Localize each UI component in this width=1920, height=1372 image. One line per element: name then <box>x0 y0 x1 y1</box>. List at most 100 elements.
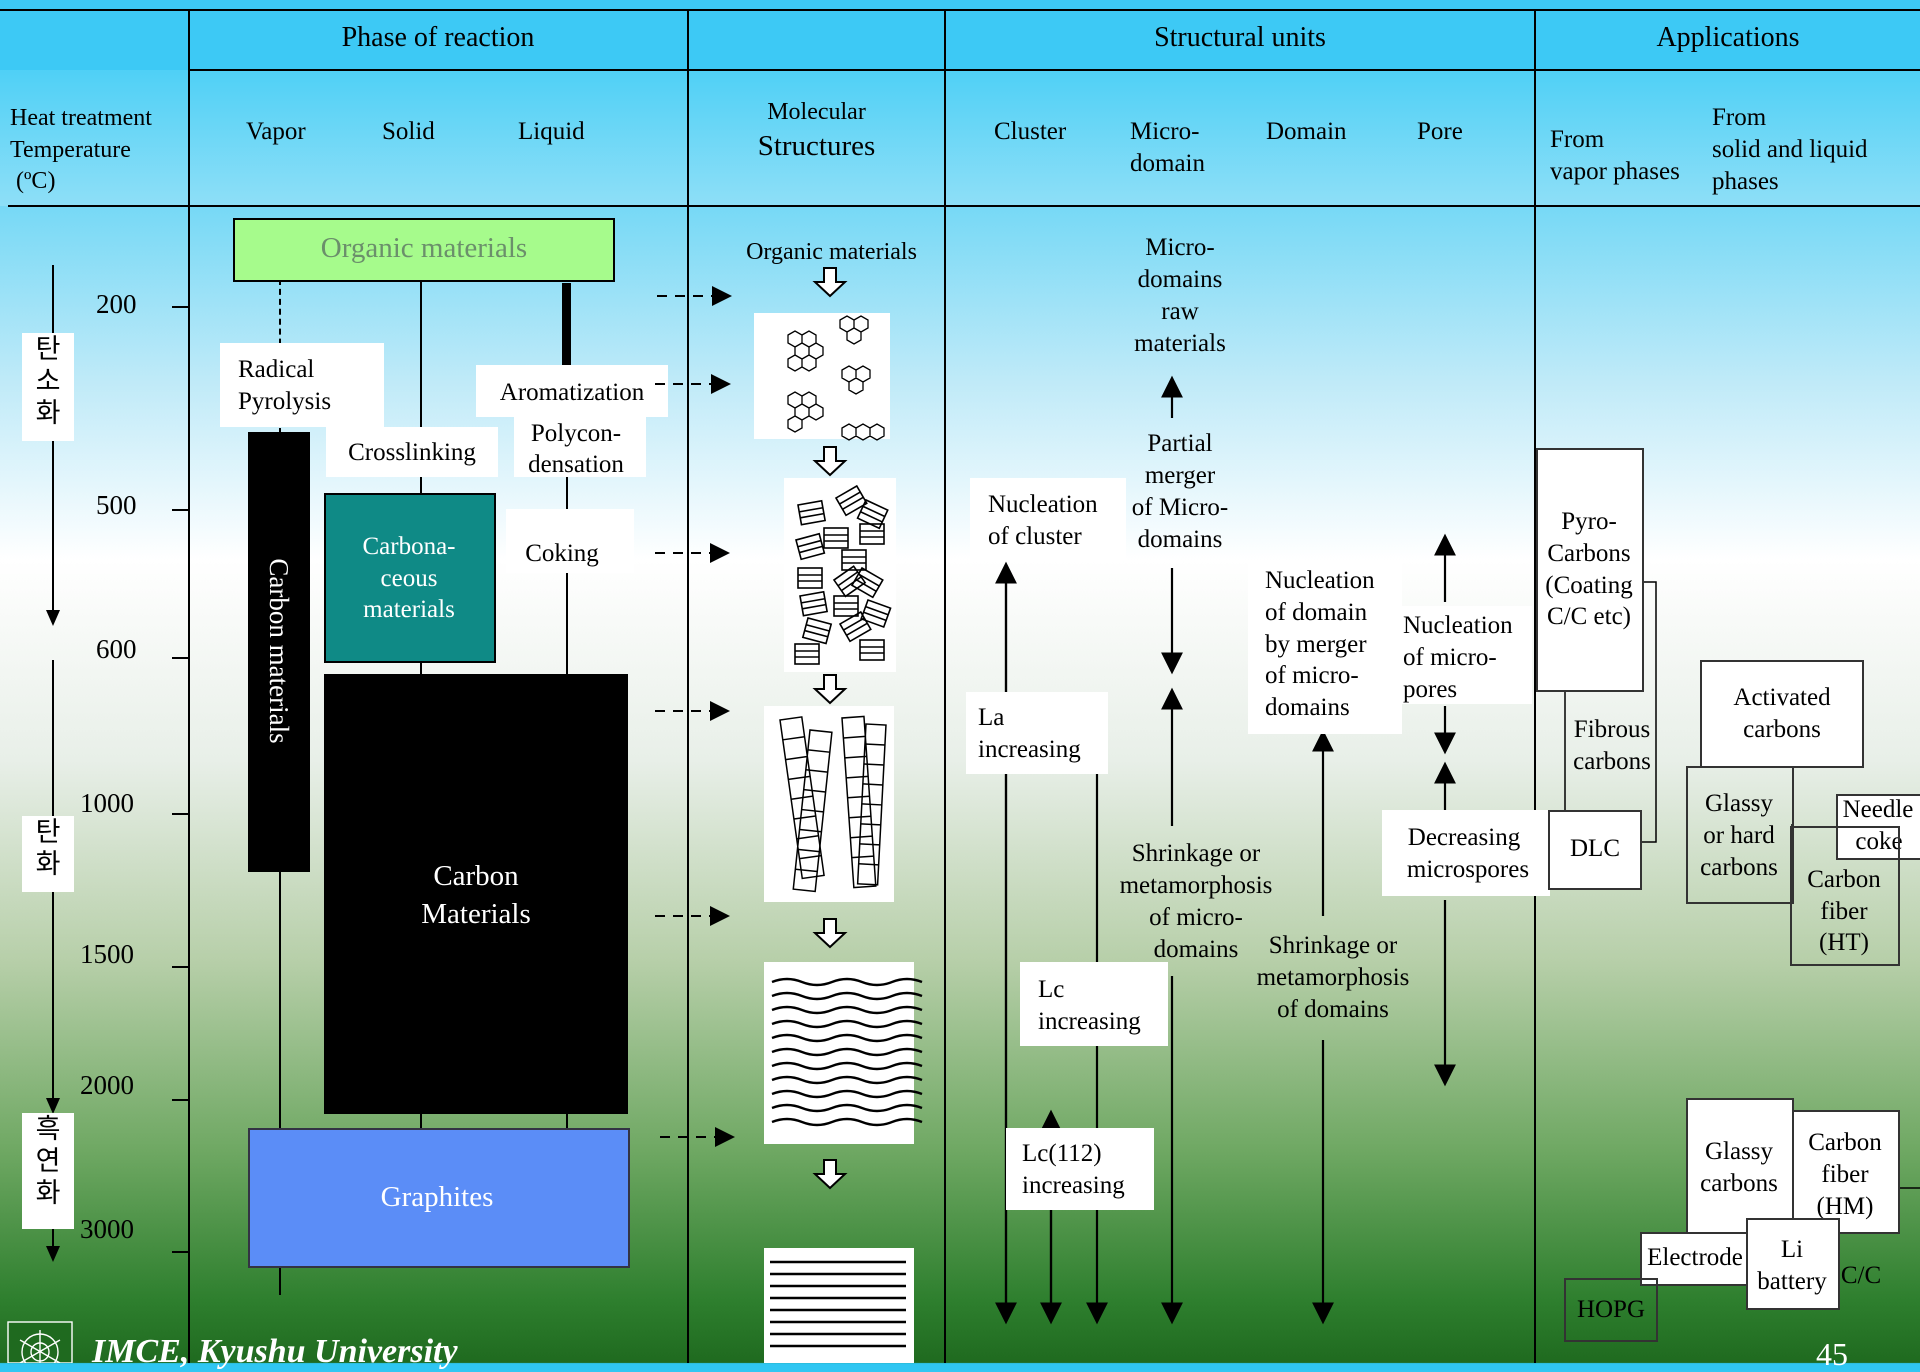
from-solid-1: From <box>1712 104 1767 131</box>
li-battery-2: battery <box>1757 1268 1827 1295</box>
col-line-4 <box>1534 9 1536 1363</box>
graphite-layers <box>770 1260 906 1348</box>
solid-label: Solid <box>382 118 435 145</box>
carbon-fiber-hm-1: Carbon <box>1808 1129 1882 1156</box>
heat-treatment-line2: Temperature <box>10 137 131 163</box>
pyrocarbons-2: Carbons <box>1547 540 1631 567</box>
carbonaceous-materials-box <box>324 493 496 663</box>
hollow-arrow <box>812 674 848 705</box>
tick-2000 <box>172 1099 188 1101</box>
hexagon-clusters <box>787 315 885 441</box>
nucleation-domain-3: by merger <box>1265 631 1367 658</box>
radical-pyrolysis-2: Pyrolysis <box>238 388 332 415</box>
nucleation-micropores-3: pores <box>1403 676 1458 703</box>
carbon-materials-box <box>324 674 628 1114</box>
dlc-box <box>1548 810 1642 890</box>
decreasing-micropores-box <box>1382 810 1550 896</box>
graphitization-label: 흑 연 화 <box>22 1113 74 1229</box>
carbon-fiber-ht-2: fiber <box>1820 898 1868 925</box>
activated-carbons-2: carbons <box>1743 716 1821 743</box>
partial-merger-2: merger <box>1144 462 1216 489</box>
temp-2000: 2000 <box>80 1070 134 1100</box>
lc112-increasing-1: Lc(112) <box>1022 1140 1102 1167</box>
liquid-line-3 <box>566 1113 568 1130</box>
nucleation-micropores-2: of micro- <box>1403 644 1497 671</box>
crosslinking-label: Crosslinking <box>348 439 476 466</box>
structure-aromatic-rings <box>754 313 890 439</box>
char: 흑 <box>35 1114 61 1144</box>
li-battery-box <box>1746 1218 1840 1310</box>
lc112-increasing-box <box>1006 1128 1154 1210</box>
tick-1000 <box>172 813 188 815</box>
char: 화 <box>35 398 61 428</box>
radical-pyrolysis-box <box>220 343 384 427</box>
partial-merger-1: Partial <box>1147 430 1213 457</box>
carbonaceous-3: materials <box>363 596 455 623</box>
partial-merger-3: of Micro- <box>1131 494 1229 521</box>
molecular-organic-materials: Organic materials <box>746 239 917 265</box>
dlc-label: DLC <box>1570 835 1620 862</box>
char: 화 <box>35 849 61 879</box>
wavy-layers <box>771 977 923 1127</box>
glassy-hard-3: carbons <box>1700 854 1778 881</box>
solid-line <box>420 279 422 494</box>
from-vapor-2: vapor phases <box>1550 158 1680 185</box>
temp-3000: 3000 <box>80 1214 134 1244</box>
heat-treatment-line3: (ºC) <box>16 168 56 194</box>
temperature-arrow-2 <box>46 1098 60 1114</box>
domain-label: Domain <box>1266 118 1347 145</box>
pyrocarbons-3: (Coating <box>1545 572 1633 599</box>
nucleation-domain-5: domains <box>1265 694 1350 721</box>
glassy-hard-1: Glassy <box>1704 790 1774 817</box>
nucleation-cluster-box <box>970 478 1126 560</box>
lc112-increasing-2: increasing <box>1022 1172 1125 1199</box>
header-band <box>0 0 1920 70</box>
carbonization-label-2: 탄 화 <box>22 816 74 892</box>
carbon-fiber-hm-3: (HM) <box>1816 1193 1874 1220</box>
microdomains-raw-4: materials <box>1134 330 1226 357</box>
col-line-2 <box>687 9 689 1363</box>
top-border <box>0 9 1920 11</box>
la-increasing-box <box>966 692 1108 774</box>
solid-line-3 <box>420 1113 422 1130</box>
hopg-box <box>1564 1278 1658 1342</box>
temperature-arrow-1 <box>46 610 60 626</box>
cc-label: C/C <box>1840 1262 1882 1289</box>
nucleation-cluster-2: of cluster <box>988 523 1082 550</box>
graphites-box <box>248 1128 630 1268</box>
char: 연 <box>35 1146 61 1176</box>
heat-treatment-line1: Heat treatment <box>10 105 152 131</box>
col-line-3 <box>944 9 946 1363</box>
char: 탄 <box>35 334 61 364</box>
char: 화 <box>35 1178 61 1208</box>
carbon-fiber-hm-2: fiber <box>1821 1161 1869 1188</box>
structures-label: Structures <box>757 130 876 162</box>
carbonaceous-1: Carbona- <box>362 533 456 560</box>
vapor-label: Vapor <box>246 118 306 145</box>
coking-label: Coking <box>525 540 599 567</box>
solid-line-2 <box>420 660 422 676</box>
glassy-carbons-1: Glassy <box>1704 1138 1774 1165</box>
pyrocarbons-box <box>1536 448 1644 692</box>
molecular-label: Molecular <box>767 99 866 125</box>
polycondensation-1: Polycon- <box>530 420 622 447</box>
carbon-materials-vertical-bar <box>248 432 310 872</box>
glassy-hard-carbons-box <box>1686 766 1794 904</box>
microdomains-raw-3: raw <box>1161 298 1199 325</box>
nucleation-micropores-1: Nucleation <box>1403 612 1513 639</box>
microdomain-label-1: Micro- <box>1130 118 1200 145</box>
hollow-arrow <box>812 1159 848 1190</box>
phase-of-reaction-heading: Phase of reaction <box>341 22 535 53</box>
subheader-bottom <box>8 205 1920 207</box>
glassy-hard-2: or hard <box>1703 822 1775 849</box>
stacked-units <box>794 484 892 665</box>
liquid-label: Liquid <box>518 118 585 145</box>
lc-increasing-box <box>1020 962 1168 1046</box>
needle-coke-2: coke <box>1855 828 1903 855</box>
nucleation-domain-box <box>1248 560 1402 734</box>
glassy-carbons-2: carbons <box>1700 1170 1778 1197</box>
carbon-fiber-ht-box <box>1790 826 1900 966</box>
pyrocarbons-4: C/C etc) <box>1546 603 1631 630</box>
decreasing-micropores-2: microspores <box>1406 856 1530 883</box>
